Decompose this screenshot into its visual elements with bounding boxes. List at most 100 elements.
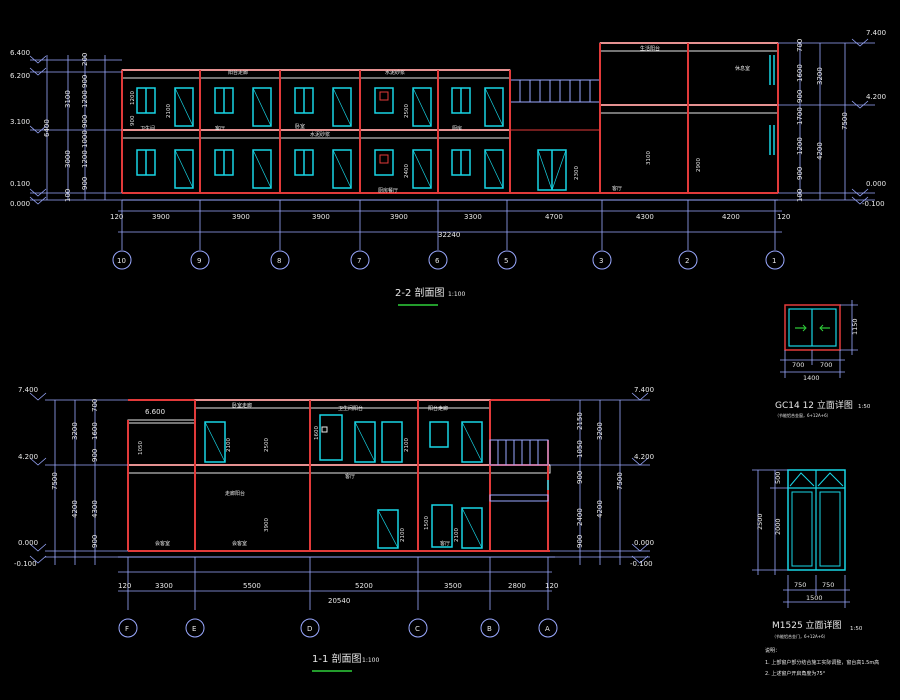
s22-inner-dim-4: 2400 [404, 164, 410, 178]
s11-vdim-right-3: 2150 [576, 412, 584, 430]
s22-axis-7: 7 [357, 257, 361, 265]
s22-room-10: 客厅 [612, 185, 622, 192]
section-1-1 [29, 392, 650, 638]
s11-vdim-right-5: 900 [576, 471, 584, 484]
s22-span-2: 3900 [232, 213, 250, 221]
s22-room-3: 卫生间 [140, 125, 155, 132]
s11-span-0: 120 [118, 582, 131, 590]
s11-vdim-right-7: 900 [576, 535, 584, 548]
section-2-2 [29, 38, 875, 270]
s22-vdim-left-5: 1200 [81, 90, 89, 108]
s22-room-1: 水泥砂浆 [385, 69, 405, 76]
s22-room-5: 卧室 [295, 123, 305, 130]
s22-room-9: 休息室 [735, 65, 750, 72]
s22-elev-left-2: 3.100 [10, 118, 30, 126]
s22-vdim-right-0: 7500 [841, 112, 849, 130]
s11-inner-dim-8: 2100 [454, 528, 460, 542]
door-width-1: 750 [822, 581, 834, 589]
s11-vdim-left-2: 4200 [71, 500, 79, 518]
section-1-1-texts: 7.400 4.200 0.000 -0.100 7.400 4.200 0.0… [14, 386, 654, 633]
s22-room-7: 厨房餐厅 [378, 187, 398, 194]
s11-elev-right-2: 0.000 [634, 539, 654, 547]
s22-axis-2: 2 [685, 257, 689, 265]
s11-span-4: 3500 [444, 582, 462, 590]
s22-inner-dim-0: 900 [130, 115, 136, 126]
door-width-0: 750 [794, 581, 806, 589]
s22-inner-dim-5: 3100 [646, 151, 652, 165]
s11-vdim-left-4: 1600 [91, 422, 99, 440]
s22-elev-right-0: 7.400 [866, 29, 886, 37]
s22-inner-dim-2: 2100 [166, 104, 172, 118]
s22-vdim-left-9: 1000 [81, 130, 89, 148]
s22-vdim-right-2: 3200 [816, 67, 824, 85]
s22-span-9: 120 [777, 213, 790, 221]
s22-room-2: 水泥砂浆 [310, 131, 330, 138]
s22-vdim-right-9: 100 [796, 189, 804, 202]
s11-elev-right-0: 7.400 [634, 386, 654, 394]
s22-axis-10: 10 [117, 257, 126, 265]
s11-inner-dim-2: 2500 [264, 438, 270, 452]
s22-inner-dim-7: 2300 [574, 166, 580, 180]
s22-scale: 1:100 [448, 291, 465, 298]
s22-room-4: 客厅 [215, 125, 225, 132]
s11-axis-B: B [487, 625, 492, 633]
s11-inner-dim-3: 1600 [314, 426, 320, 440]
door-total-width: 1500 [806, 594, 823, 602]
s11-span-2: 5500 [243, 582, 261, 590]
s11-elev-left-1: 4.200 [18, 453, 38, 461]
s11-axis-F: F [125, 625, 129, 633]
s22-span-4: 3900 [390, 213, 408, 221]
s22-axis-8: 8 [277, 257, 281, 265]
s11-vdim-right-1: 3200 [596, 422, 604, 440]
s11-vdim-left-7: 900 [91, 535, 99, 548]
s11-vdim-right-2: 4200 [596, 500, 604, 518]
s22-inner-dim-6: 2900 [696, 158, 702, 172]
s22-span-1: 3900 [152, 213, 170, 221]
s22-vdim-right-3: 700 [796, 39, 804, 52]
s22-vdim-right-6: 1700 [796, 107, 804, 125]
s11-span-3: 5200 [355, 582, 373, 590]
door-scale: 1:50 [850, 626, 863, 632]
s22-span-0: 120 [110, 213, 123, 221]
s11-room-4: 会客室 [155, 540, 170, 547]
window-scale: 1:50 [858, 404, 871, 410]
s22-span-7: 4300 [636, 213, 654, 221]
s22-vdim-left-7: 900 [81, 177, 89, 190]
s22-inner-dim-3: 2500 [404, 104, 410, 118]
s11-elev-left-0: 7.400 [18, 386, 38, 394]
s22-vdim-right-5: 900 [796, 90, 804, 103]
s11-room-0: 卧室走廊 [232, 402, 252, 409]
s22-vdim-left-1: 3100 [64, 90, 72, 108]
s22-elev-right-1: 4.200 [866, 93, 886, 101]
s11-vdim-left-6: 4300 [91, 500, 99, 518]
window-width-1: 700 [820, 361, 832, 369]
s22-elev-left-3: 0.100 [10, 180, 30, 188]
s22-vdim-left-4: 900 [81, 115, 89, 128]
s11-axis-E: E [192, 625, 196, 633]
s11-span-5: 2800 [508, 582, 526, 590]
s11-inner-dim-1: 2100 [226, 438, 232, 452]
s11-vdim-left-3: 700 [91, 399, 99, 412]
s11-scale: 1:100 [362, 657, 379, 664]
window-height: 1150 [851, 318, 859, 335]
s22-room-0: 阳台走廊 [228, 69, 248, 76]
s22-elev-right-3: -0.100 [862, 200, 885, 208]
s11-span-6: 120 [545, 582, 558, 590]
notes-heading: 说明： [765, 647, 780, 654]
s22-room-8: 生活阳台 [640, 45, 660, 52]
s11-elev-left-3: -0.100 [14, 560, 37, 568]
s22-vdim-left-3: 100 [64, 189, 72, 202]
s22-vdim-right-8: 900 [796, 167, 804, 180]
s22-axis-1: 1 [772, 257, 776, 265]
s22-vdim-right-4: 1600 [796, 64, 804, 82]
s11-room-3: 走廊阳台 [225, 490, 245, 497]
door-title: M1525 立面详图 [772, 619, 842, 631]
s22-elev-right-2: 0.000 [866, 180, 886, 188]
s11-room-2: 阳台走廊 [428, 405, 448, 412]
s22-vdim-left-6: 900 [81, 75, 89, 88]
s22-elev-left-0: 6.400 [10, 49, 30, 57]
s22-axis-9: 9 [197, 257, 201, 265]
window-total-width: 1400 [803, 374, 820, 382]
s11-room-7: 客厅 [440, 540, 450, 547]
s11-inner-dim-6: 2100 [400, 528, 406, 542]
